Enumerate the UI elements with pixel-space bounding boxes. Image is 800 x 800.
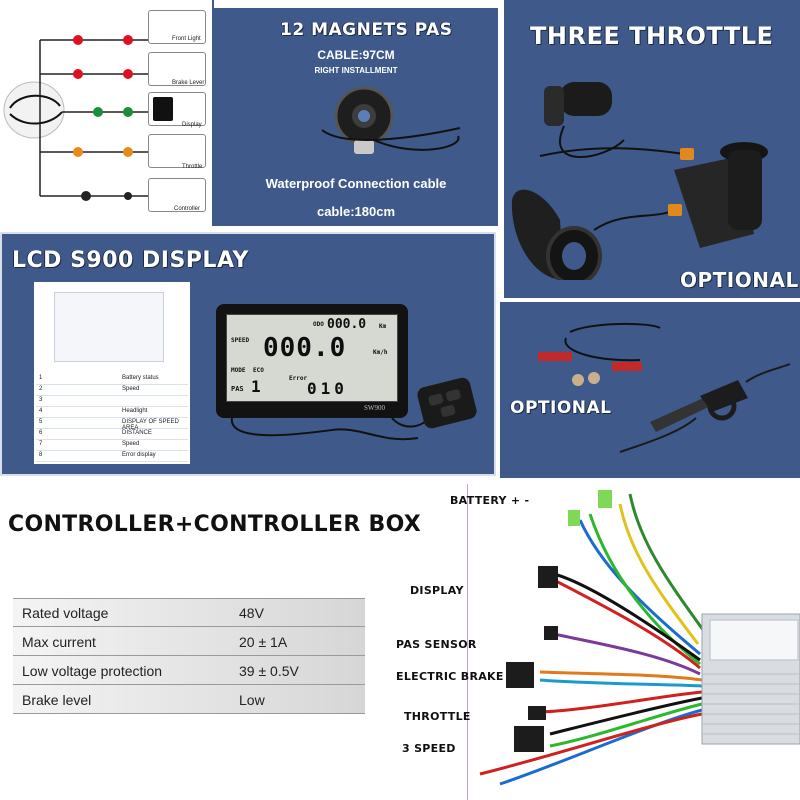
brake-wire-label: ELECTRIC BRAKE [396, 670, 504, 683]
legend-number: 3 [39, 397, 43, 403]
throttle-box [148, 134, 206, 168]
spec-row: Rated voltage 48V [13, 598, 365, 627]
spec-table: Rated voltage 48V Max current 20 ± 1A Low … [0, 598, 380, 720]
pas-panel: 12 MAGNETS PAS CABLE:97CM RIGHT INSTALLM… [214, 8, 498, 226]
throttle-title: THREE THROTTLE [530, 22, 774, 50]
legend-number: 1 [39, 375, 43, 381]
legend-row: 4 Headlight [36, 407, 188, 418]
pas-cable-label: CABLE:97CM [317, 48, 395, 62]
lcd-odo-unit: Km [379, 323, 387, 330]
spec-row: Low voltage protection 39 ± 0.5V [13, 656, 365, 685]
throttle-panel: THREE THROTTLE OPTIONAL [504, 0, 800, 298]
legend-number: 6 [39, 430, 43, 436]
throttle-wire-label: THROTTLE [404, 710, 471, 723]
lcd-error-label: Error [289, 375, 308, 382]
brake-lever-label: Brake Lever [172, 80, 205, 86]
wiring-diagram [3, 35, 150, 201]
guide-line [467, 484, 468, 800]
battery-wire-label: BATTERY + - [450, 494, 530, 507]
legend-row: 2 Speed [36, 385, 188, 396]
mini-display-icon [153, 97, 173, 121]
spec-key: Rated voltage [22, 605, 109, 621]
lcd-model-label: SW900 [364, 404, 385, 412]
lcd-speed-label: SPEED [231, 337, 250, 344]
legend-text: Battery status [122, 375, 159, 381]
legend-row: 8 Error display [36, 451, 188, 462]
spec-key: Max current [22, 634, 96, 650]
spec-table-bg [13, 598, 365, 714]
controller-box-image [479, 490, 800, 786]
legend-number: 7 [39, 441, 43, 447]
spec-value: 39 ± 0.5V [239, 663, 299, 679]
lcd-odo-label: ODO [313, 321, 324, 328]
lcd-screen: ODO 000.0 Km SPEED 000.0 Km/h MODE ECO P… [226, 314, 398, 402]
pas-install-label: RIGHT INSTALLMENT [314, 66, 398, 75]
spec-value: 20 ± 1A [239, 634, 288, 650]
legend-number: 8 [39, 452, 43, 458]
wiring-diagram-panel: Front Light Brake Lever Display Throttle… [0, 0, 214, 226]
throttle-label: Throttle [182, 164, 203, 170]
throttle-images [511, 82, 768, 280]
legend-text: DISPLAY OF SPEED AREA [122, 419, 179, 431]
controller-title: CONTROLLER+CONTROLLER BOX [8, 512, 422, 537]
spec-key: Low voltage protection [22, 663, 163, 679]
legend-row: 3 [36, 396, 188, 407]
controller-panel: CONTROLLER+CONTROLLER BOX Rated voltage 4… [0, 484, 800, 800]
lcd-mode-label: MODE [231, 367, 246, 374]
legend-text: Speed [122, 441, 140, 447]
lcd-device: ODO 000.0 Km SPEED 000.0 Km/h MODE ECO P… [216, 304, 408, 418]
display-box [148, 92, 206, 126]
legend-text: Error display [122, 452, 156, 458]
throttle-optional-label: OPTIONAL [680, 268, 799, 292]
legend-row: 7 Speed [36, 440, 188, 451]
display-wire-label: DISPLAY [410, 584, 464, 597]
lcd-eco-label: ECO [253, 367, 264, 374]
legend-row: 6 DISTANCE [36, 429, 188, 440]
pas-waterproof-label: Waterproof Connection cable [265, 176, 447, 191]
legend-row: 1 Battery status [36, 374, 188, 385]
keypad-button [427, 393, 444, 407]
legend-number: 4 [39, 408, 43, 414]
spec-key: Brake level [22, 692, 92, 708]
lcd-speed-unit: Km/h [373, 349, 388, 356]
front-light-label: Front Light [172, 36, 201, 42]
legend-row: 5 DISPLAY OF SPEED AREA [36, 418, 188, 431]
lcd-odo-value: 000.0 [327, 317, 367, 332]
spec-value: Low [239, 692, 265, 708]
pas-title: 12 MAGNETS PAS [280, 20, 453, 40]
lcd-pas-label: PAS [231, 385, 244, 393]
lcd-pas-value: 1 [251, 377, 261, 396]
remote-keypad [415, 376, 479, 430]
brake-optional-label: OPTIONAL [510, 398, 612, 418]
keypad-button [439, 404, 456, 418]
front-light-box [148, 10, 206, 44]
brake-panel: OPTIONAL [500, 302, 800, 478]
keypad-button [445, 388, 462, 402]
legend-number: 2 [39, 386, 43, 392]
brake-images [538, 322, 791, 453]
display-title: LCD S900 DISPLAY [12, 248, 249, 273]
pas-sensor-image [321, 86, 461, 154]
controller-label: Controller [174, 206, 201, 212]
display-legend-diagram [54, 292, 164, 362]
display-label: Display [182, 122, 202, 128]
legend-text: Speed [122, 386, 140, 392]
legend-text: Headlight [122, 408, 148, 414]
speed-wire-label: 3 SPEED [402, 742, 456, 755]
lcd-error-value: 010 [307, 379, 348, 398]
spec-row: Brake level Low [13, 685, 365, 714]
controller-box [148, 178, 206, 212]
pas-wire-label: PAS SENSOR [396, 638, 477, 651]
pas-cable-length-label: cable:180cm [316, 204, 396, 219]
brake-lever-box [148, 52, 206, 86]
legend-text: DISTANCE [122, 430, 152, 436]
spec-value: 48V [239, 605, 264, 621]
spec-row: Max current 20 ± 1A [13, 627, 365, 656]
lcd-speed-value: 000.0 [263, 333, 347, 363]
legend-number: 5 [39, 419, 43, 425]
